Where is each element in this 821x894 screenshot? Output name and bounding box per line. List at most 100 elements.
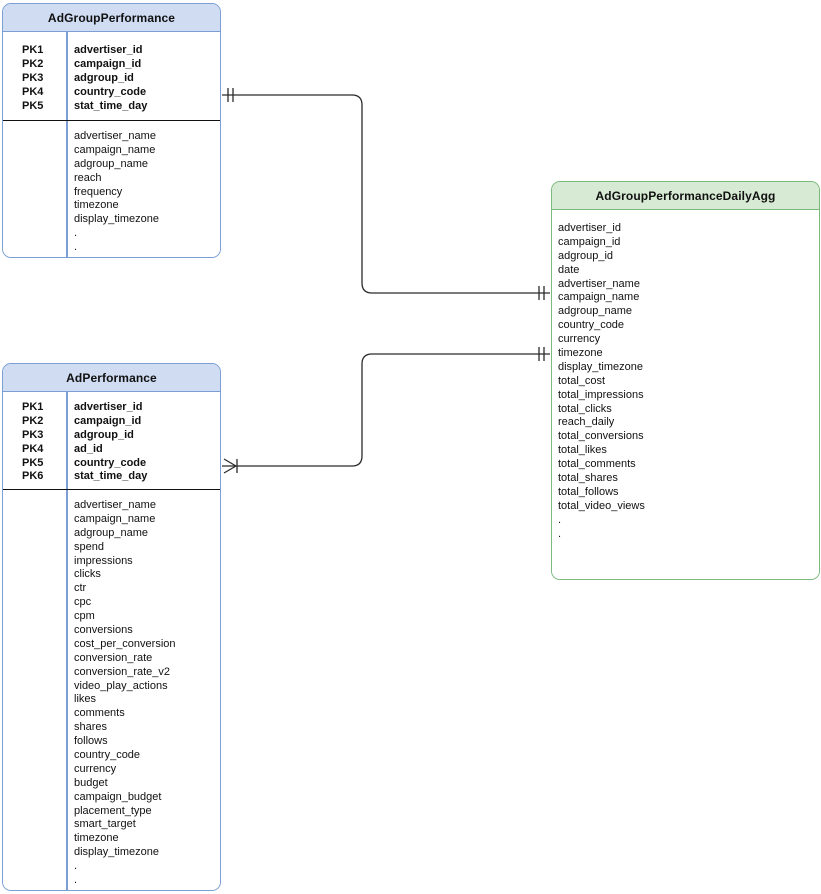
pk-label: PK3 (22, 428, 44, 441)
attribute-field: total_shares (558, 472, 618, 485)
attribute-field: placement_type (74, 804, 152, 817)
attribute-ellipsis: . (74, 227, 78, 240)
attribute-ellipsis: . (558, 527, 562, 540)
key-field: campaign_id (74, 57, 142, 70)
attribute-field: total_video_views (558, 499, 645, 512)
attribute-field: adgroup_name (558, 305, 633, 318)
attribute-field: currency (558, 333, 601, 346)
attribute-field: budget (74, 776, 108, 789)
entity-adgroup-performance[interactable]: AdGroupPerformance PK1 PK2 PK3 PK4 PK5 a… (2, 3, 221, 258)
connector-line (222, 353, 550, 467)
attribute-field: display_timezone (74, 213, 159, 226)
attribute-field: timezone (558, 347, 603, 360)
key-name-column: advertiser_id campaign_id adgroup_id ad_… (74, 401, 147, 484)
attribute-ellipsis: . (558, 513, 562, 526)
attribute-field: display_timezone (74, 846, 159, 859)
entity-body: advertiser_id campaign_id adgroup_id dat… (552, 210, 819, 579)
attribute-field: total_impressions (558, 388, 644, 401)
attribute-field: clicks (74, 568, 101, 581)
entity-body: PK1 PK2 PK3 PK4 PK5 PK6 advertiser_id ca… (3, 392, 220, 890)
attribute-field: advertiser_name (74, 499, 156, 511)
key-attribute-divider (3, 489, 220, 491)
key-field: advertiser_id (74, 401, 143, 413)
attribute-field: adgroup_id (558, 249, 614, 262)
attribute-field: follows (74, 735, 108, 748)
key-field: stat_time_day (74, 99, 148, 112)
attribute-field: campaign_name (74, 143, 156, 156)
attribute-field: video_play_actions (74, 679, 168, 692)
key-field: stat_time_day (74, 470, 148, 483)
attribute-field: reach (74, 171, 102, 184)
connector-line (222, 94, 550, 294)
attribute-field: total_comments (558, 458, 636, 471)
pk-label: PK4 (22, 85, 44, 98)
attribute-field: spend (74, 540, 104, 553)
attribute-ellipsis: . (74, 241, 78, 254)
key-field: ad_id (74, 442, 103, 455)
attribute-column: advertiser_name campaign_name adgroup_na… (74, 499, 176, 888)
attribute-field: advertiser_name (558, 277, 640, 290)
primary-key-column: PK1 PK2 PK3 PK4 PK5 PK6 (22, 401, 43, 484)
primary-key-column: PK1 PK2 PK3 PK4 PK5 (22, 44, 43, 113)
entity-adgroup-performance-daily-agg[interactable]: AdGroupPerformanceDailyAgg advertiser_id… (551, 181, 820, 580)
entity-title: AdGroupPerformanceDailyAgg (552, 182, 819, 210)
key-name-column: advertiser_id campaign_id adgroup_id cou… (74, 44, 147, 113)
attribute-field: total_conversions (558, 430, 644, 443)
pk-label: PK2 (22, 57, 44, 70)
column-divider (66, 32, 68, 257)
attribute-column: advertiser_name campaign_name adgroup_na… (74, 130, 159, 255)
attribute-field: campaign_budget (74, 790, 162, 803)
attribute-field: campaign_name (558, 291, 640, 304)
attribute-field: adgroup_name (74, 526, 149, 539)
attribute-field: total_likes (558, 444, 607, 457)
attribute-field: date (558, 263, 580, 276)
attribute-field: total_cost (558, 374, 606, 387)
attribute-field: conversions (74, 624, 133, 637)
entity-ad-performance[interactable]: AdPerformance PK1 PK2 PK3 PK4 PK5 PK6 ad… (2, 363, 221, 891)
entity-body: PK1 PK2 PK3 PK4 PK5 advertiser_id campai… (3, 32, 220, 257)
attribute-field: display_timezone (558, 360, 643, 373)
attribute-field: country_code (74, 749, 141, 762)
attribute-field: advertiser_id (558, 222, 621, 234)
attribute-field: cpc (74, 596, 92, 609)
key-field: adgroup_id (74, 428, 134, 441)
attribute-column: advertiser_id campaign_id adgroup_id dat… (558, 222, 645, 541)
attribute-field: comments (74, 707, 125, 720)
key-field: country_code (74, 85, 147, 98)
pk-label: PK1 (22, 44, 44, 56)
attribute-field: ctr (74, 582, 87, 595)
attribute-field: country_code (558, 319, 625, 332)
pk-label: PK3 (22, 71, 44, 84)
pk-label: PK6 (22, 470, 44, 483)
attribute-field: campaign_name (74, 512, 156, 525)
pk-label: PK4 (22, 442, 44, 455)
pk-label: PK1 (22, 401, 44, 413)
attribute-field: smart_target (74, 818, 136, 831)
attribute-field: advertiser_name (74, 130, 156, 142)
attribute-field: cost_per_conversion (74, 637, 176, 650)
attribute-ellipsis: . (74, 874, 78, 887)
key-field: adgroup_id (74, 71, 134, 84)
pk-label: PK5 (22, 456, 44, 469)
attribute-field: total_follows (558, 485, 619, 498)
attribute-field: conversion_rate_v2 (74, 665, 171, 678)
attribute-field: reach_daily (558, 416, 615, 429)
key-attribute-divider (3, 120, 220, 122)
attribute-field: campaign_id (558, 235, 621, 248)
attribute-ellipsis: . (74, 860, 78, 873)
pk-label: PK5 (22, 99, 44, 112)
attribute-field: timezone (74, 199, 119, 212)
relationship-ad-to-agg[interactable] (222, 347, 550, 474)
entity-title: AdGroupPerformance (3, 4, 220, 32)
attribute-field: conversion_rate (74, 651, 153, 664)
attribute-field: adgroup_name (74, 157, 149, 170)
attribute-field: cpm (74, 610, 95, 623)
relationship-adgroup-to-agg[interactable] (222, 88, 550, 300)
attribute-field: frequency (74, 185, 123, 198)
key-field: advertiser_id (74, 44, 143, 56)
attribute-field: timezone (74, 832, 119, 845)
attribute-field: likes (74, 693, 97, 706)
attribute-field: total_clicks (558, 402, 612, 415)
